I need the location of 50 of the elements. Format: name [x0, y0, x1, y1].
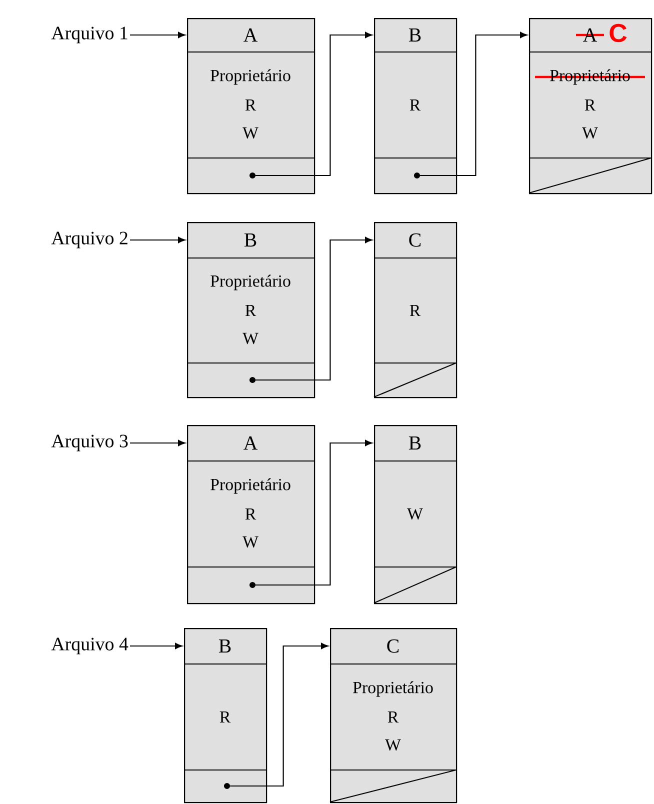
field-label: W	[385, 739, 401, 751]
arrow	[256, 440, 372, 586]
arrow	[256, 236, 372, 381]
field-label: Proprietário	[210, 274, 290, 290]
header-label: B	[244, 233, 256, 247]
arrow	[130, 440, 186, 446]
file-block	[374, 425, 458, 604]
header-label: A	[244, 436, 258, 450]
arrow	[130, 236, 186, 244]
field-label: R	[245, 508, 256, 520]
header-label: C	[387, 639, 399, 653]
field-label: R	[220, 711, 231, 723]
header-label: B	[218, 639, 231, 653]
field-label: W	[242, 127, 258, 139]
field-label: R	[410, 99, 421, 111]
file-block	[187, 425, 316, 604]
file-label: Arquivo 4	[51, 638, 128, 654]
header-label: C	[409, 233, 421, 247]
arrow	[130, 32, 186, 38]
field-label: Proprietário	[210, 69, 290, 85]
file-block	[187, 18, 316, 194]
file-block	[187, 222, 316, 398]
header-label: B	[408, 436, 421, 450]
arrow	[420, 32, 528, 176]
file-block	[184, 628, 268, 804]
file-label: Arquivo 2	[51, 232, 128, 248]
file-block	[374, 222, 458, 398]
pointer-dot	[224, 782, 230, 790]
field-label: Proprietário	[353, 681, 433, 697]
field-label: W	[242, 332, 258, 344]
arrow	[130, 642, 182, 650]
field-label: W	[582, 127, 598, 139]
field-label: R	[410, 304, 421, 316]
field-label: Proprietário	[210, 478, 290, 494]
field-label: R	[245, 99, 256, 111]
file-block	[528, 18, 652, 194]
arrow	[256, 32, 372, 176]
header-label: B	[408, 28, 421, 42]
file-label: Arquivo 1	[51, 26, 128, 44]
field-label: R	[584, 99, 596, 111]
file-block	[330, 628, 458, 804]
field-label: W	[407, 508, 423, 520]
file-label: Arquivo 3	[51, 434, 128, 452]
field-label: R	[245, 304, 256, 316]
header-label: A	[244, 28, 258, 42]
arrow	[230, 642, 328, 787]
file-block	[374, 18, 458, 194]
correction-letter: C	[610, 24, 627, 42]
field-label: W	[242, 536, 258, 548]
field-label: R	[388, 711, 399, 723]
